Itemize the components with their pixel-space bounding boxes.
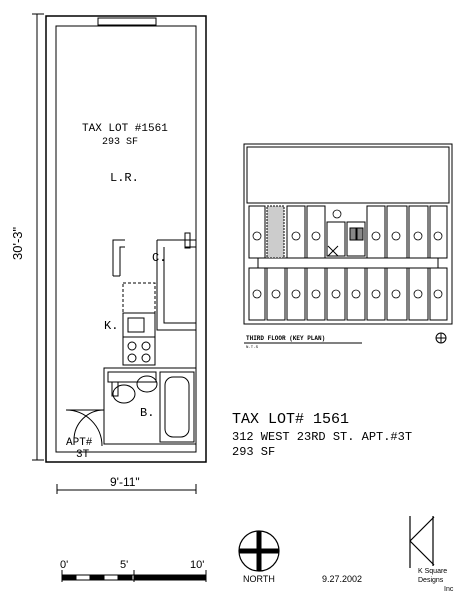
info-area: 293 SF bbox=[232, 445, 276, 459]
closet-partition bbox=[112, 232, 196, 331]
width-dimension-label: 9'-11" bbox=[108, 475, 142, 489]
drawing-date: 9.27.2002 bbox=[322, 574, 363, 584]
north-label: NORTH bbox=[243, 574, 275, 584]
unit-area-label: 293 SF bbox=[102, 137, 139, 148]
key-plan bbox=[243, 143, 453, 344]
kitchen-label: K. bbox=[104, 319, 119, 333]
scale-label-10: 10' bbox=[190, 559, 205, 571]
company-name-line3: Inc bbox=[444, 586, 454, 593]
key-plan-units-top bbox=[248, 205, 448, 259]
key-plan-scale-note: N.T.S bbox=[246, 346, 259, 350]
unit-lot-label: TAX LOT #1561 bbox=[82, 123, 168, 135]
key-plan-tags bbox=[252, 209, 443, 299]
info-lot: TAX LOT# 1561 bbox=[232, 411, 350, 428]
scale-bar bbox=[61, 570, 207, 582]
height-dimension-label: 30'-3" bbox=[10, 226, 26, 260]
living-room-label: L.R. bbox=[110, 171, 139, 185]
apt-label: APT# bbox=[66, 437, 93, 449]
bathroom bbox=[65, 367, 197, 447]
info-address: 312 WEST 23RD ST. APT.#3T bbox=[232, 430, 413, 444]
dimension-lines bbox=[32, 13, 197, 494]
apt-number-label: 3T bbox=[76, 449, 90, 461]
north-arrow-icon bbox=[238, 530, 280, 572]
closet-label: C. bbox=[152, 251, 167, 265]
key-plan-core bbox=[326, 221, 366, 257]
key-plan-north-icon bbox=[435, 332, 447, 344]
company-name-line2: Designs bbox=[418, 577, 444, 584]
unit-walls bbox=[45, 15, 207, 463]
company-name-line1: K Square bbox=[418, 568, 448, 575]
key-plan-title: THIRD FLOOR (KEY PLAN) bbox=[246, 335, 326, 342]
scale-label-0: 0' bbox=[60, 559, 69, 571]
bath-label: B. bbox=[140, 406, 155, 420]
scale-label-5: 5' bbox=[120, 559, 129, 571]
key-plan-units-bottom bbox=[248, 267, 448, 321]
kitchen-fixtures bbox=[122, 282, 156, 366]
k-square-logo-icon bbox=[409, 516, 435, 568]
